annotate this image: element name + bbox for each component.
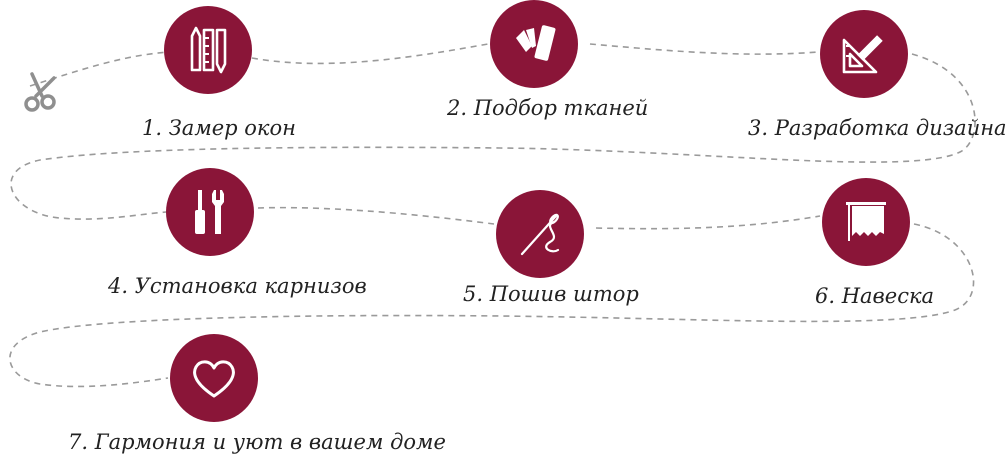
step-5-label: 5. Пошив штор bbox=[463, 282, 639, 306]
needle-thread-icon bbox=[520, 213, 560, 256]
scissors-icon bbox=[24, 72, 56, 112]
step-4-label: 4. Установка карнизов bbox=[108, 274, 367, 298]
step-7-label: 7. Гармония и уют в вашем доме bbox=[68, 430, 446, 454]
screwdriver-wrench-icon bbox=[195, 190, 224, 234]
fabric-swatches-icon bbox=[516, 25, 556, 61]
step-2-label: 2. Подбор тканей bbox=[447, 96, 649, 120]
scissors bbox=[20, 70, 62, 114]
step-3-label: 3. Разработка дизайна bbox=[748, 116, 1007, 140]
step-3-circle bbox=[820, 10, 908, 98]
curtain-icon bbox=[846, 202, 886, 241]
ruler-pencil-icon bbox=[190, 26, 227, 74]
step-1-circle bbox=[164, 6, 252, 94]
step-1-label: 1. Замер окон bbox=[142, 116, 296, 140]
step-6-circle bbox=[822, 178, 910, 266]
design-tools-icon bbox=[842, 35, 883, 74]
step-4-circle bbox=[166, 168, 254, 256]
step-7-circle bbox=[170, 334, 258, 422]
step-2-circle bbox=[490, 0, 578, 88]
heart-icon bbox=[193, 360, 235, 398]
step-6-label: 6. Навеска bbox=[815, 284, 935, 308]
step-5-circle bbox=[496, 190, 584, 278]
